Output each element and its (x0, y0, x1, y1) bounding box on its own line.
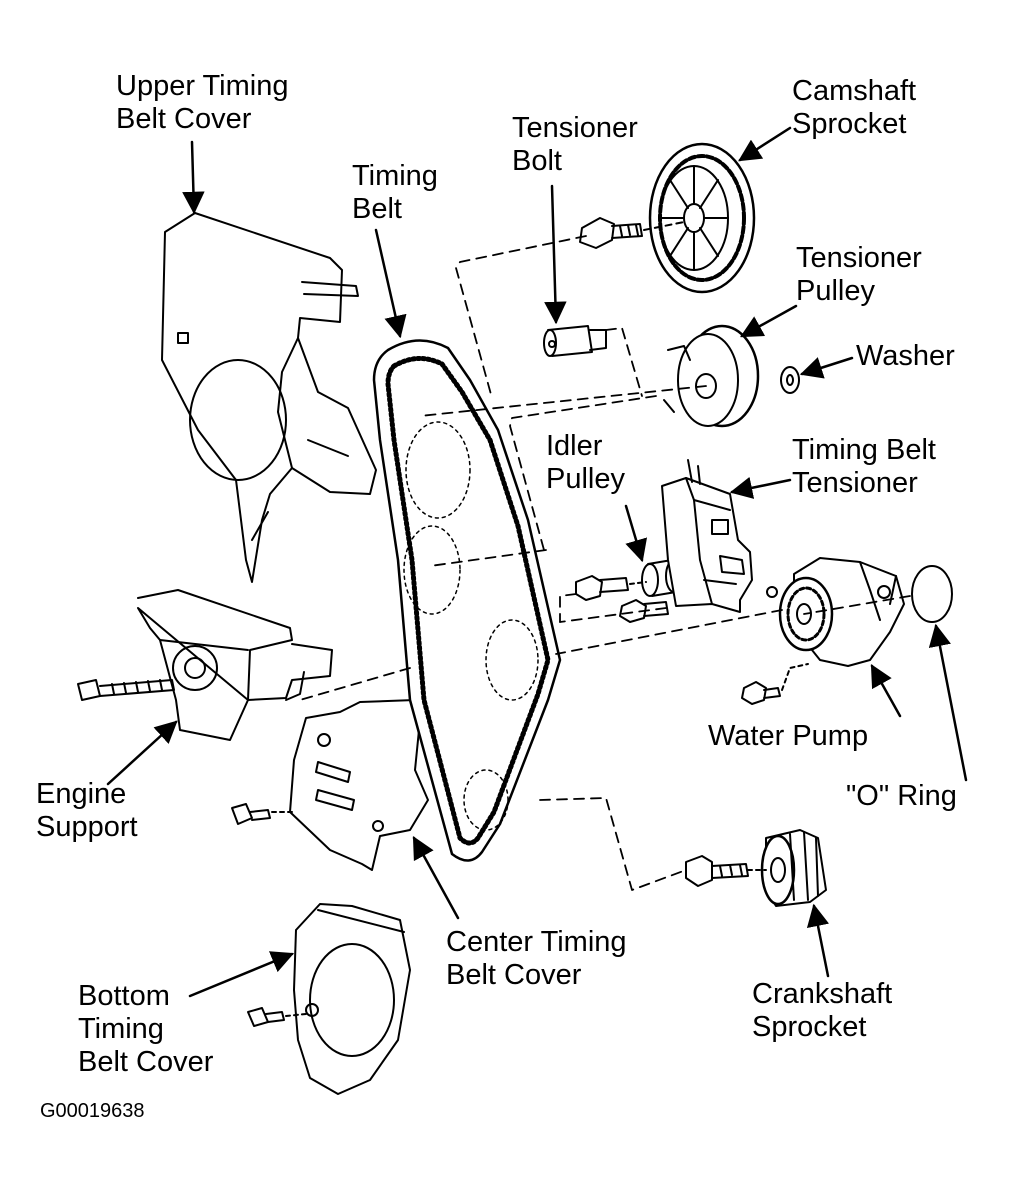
timing-belt (372, 339, 562, 862)
label-timing-belt: Timing Belt (352, 160, 438, 225)
arrow-timing-belt (374, 228, 407, 339)
label-bottom-timing-belt-cover: Bottom Timing Belt Cover (78, 980, 214, 1078)
arrow-tensioner-bolt (544, 184, 567, 325)
figure-code: G00019638 (40, 1100, 145, 1122)
arrow-idler-pulley (624, 504, 648, 563)
label-water-pump: Water Pump (708, 720, 869, 752)
tensioner-mount-bolt (619, 599, 669, 623)
washer (780, 366, 800, 394)
idler-bolt (575, 575, 647, 601)
label-center-timing-belt-cover: Center Timing Belt Cover (446, 926, 627, 991)
arrow-bottom-cover (188, 951, 295, 998)
leader-arrows (106, 126, 968, 998)
arrow-o-ring (928, 623, 968, 782)
label-camshaft-sprocket: Camshaft Sprocket (792, 75, 917, 140)
center-timing-belt-cover (231, 699, 429, 871)
label-idler-pulley: Idler Pulley (546, 430, 625, 495)
upper-timing-belt-cover (161, 212, 377, 583)
camshaft-sprocket (648, 142, 756, 294)
tensioner-pulley (663, 324, 760, 428)
assembly-dashed-lines (299, 235, 911, 891)
arrow-engine-support (106, 720, 178, 786)
label-upper-timing-belt-cover: Upper Timing Belt Cover (116, 70, 289, 135)
label-timing-belt-tensioner: Timing Belt Tensioner (792, 434, 936, 499)
arrow-crankshaft-sprocket (806, 903, 830, 978)
arrow-belt-tensioner (729, 476, 792, 499)
arrow-tensioner-pulley (740, 304, 798, 338)
arrow-washer (799, 356, 854, 379)
label-washer: Washer (856, 340, 955, 372)
crankshaft-sprocket (760, 829, 827, 907)
label-o-ring: "O" Ring (846, 780, 957, 812)
label-tensioner-pulley: Tensioner Pulley (796, 242, 922, 307)
arrow-upper-cover (182, 140, 205, 215)
arrow-center-cover (412, 836, 460, 920)
arrow-water-pump (870, 664, 902, 718)
arrow-camshaft-sprocket (738, 126, 792, 162)
engine-support (77, 589, 333, 741)
crankshaft-bolt (685, 855, 767, 887)
o-ring (911, 565, 953, 623)
label-crankshaft-sprocket: Crankshaft Sprocket (752, 978, 893, 1043)
timing-belt-tensioner (661, 459, 753, 613)
tensioner-bolt (543, 325, 607, 357)
bottom-timing-belt-cover (247, 903, 411, 1095)
label-engine-support: Engine Support (36, 778, 138, 843)
label-tensioner-bolt: Tensioner Bolt (512, 112, 638, 177)
camshaft-bolt (579, 217, 685, 249)
